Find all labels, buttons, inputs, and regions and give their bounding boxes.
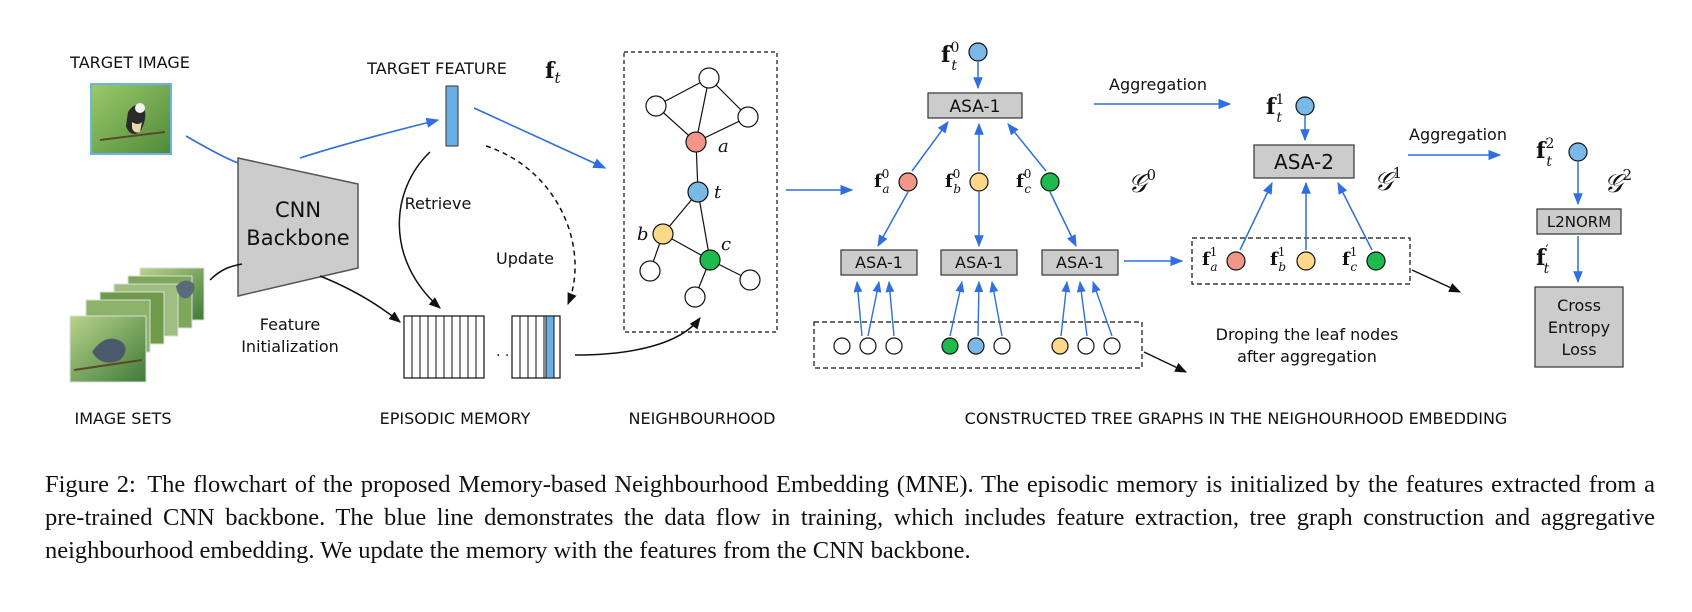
node-t: [687, 181, 709, 203]
neighbourhood-label: NEIGHBOURHOOD: [629, 409, 776, 428]
asa-leaf-b-label: ASA-1: [955, 253, 1003, 272]
figure-label: Figure 2:: [45, 471, 136, 498]
droping-label-line2: after aggregation: [1237, 347, 1377, 366]
leaf-node: [1077, 337, 1095, 355]
node-fb0: [969, 172, 989, 192]
feature-init-line2: Initialization: [241, 337, 339, 356]
image-sets-label: IMAGE SETS: [75, 409, 172, 428]
node-t-label: t: [714, 182, 722, 203]
update-label: Update: [496, 249, 554, 268]
target-feature-bar: [445, 85, 459, 147]
asa-top-label: ASA-1: [950, 97, 1001, 117]
asa-top-block: [927, 92, 1023, 119]
asa2-block: [1253, 144, 1355, 179]
asa-leaf-c-block: [1041, 249, 1119, 276]
neighbourhood-node: [739, 269, 761, 291]
leaf-node: [833, 337, 851, 355]
neighbourhood-node: [639, 260, 661, 282]
episodic-memory-label: EPISODIC MEMORY: [380, 409, 531, 428]
neighbourhood-node: [737, 106, 759, 128]
target-feature-label: TARGET FEATURE: [366, 59, 507, 78]
node-ft1: [1295, 96, 1315, 116]
aggregation-label-1: Aggregation: [1109, 75, 1207, 94]
leaf-node: [885, 337, 903, 355]
node-c-label: c: [721, 234, 731, 255]
leaf-node: [1103, 337, 1121, 355]
neighbourhood-node: [684, 286, 706, 308]
node-ft2: [1568, 142, 1588, 162]
asa-leaf-a-block: [840, 249, 918, 276]
target-image-thumbnail: [90, 83, 172, 155]
g0-symbol: 𝒢0: [1128, 166, 1156, 199]
droping-label-line1: Droping the leaf nodes: [1216, 325, 1399, 344]
retrieve-label: Retrieve: [405, 194, 472, 213]
cnn-label-line1: CNN: [275, 198, 321, 222]
feature-init-line1: Feature: [260, 315, 320, 334]
constructed-label: CONSTRUCTED TREE GRAPHS IN THE NEIGHOURH…: [965, 409, 1508, 428]
node-fa1: [1226, 251, 1246, 271]
episodic-memory-block-1: [403, 315, 485, 379]
loss-label-line3: Loss: [1561, 340, 1596, 359]
aggregation-label-2: Aggregation: [1409, 125, 1507, 144]
asa2-label: ASA-2: [1274, 150, 1334, 174]
g2-symbol: 𝒢2: [1604, 166, 1632, 199]
node-c: [699, 249, 721, 271]
asa-leaf-a-label: ASA-1: [855, 253, 903, 272]
g1-symbol: 𝒢1: [1374, 164, 1402, 197]
node-fc0: [1040, 172, 1060, 192]
leaf-node: [1051, 337, 1069, 355]
node-a: [685, 131, 707, 153]
l2norm-label: L2NORM: [1547, 213, 1611, 231]
loss-label-line1: Cross: [1557, 296, 1601, 315]
target-feature-symbol: ft: [545, 58, 561, 87]
node-ft0: [968, 42, 988, 62]
node-a-label: a: [718, 136, 729, 157]
image-sets-stack: [69, 267, 205, 383]
asa-leaf-c-label: ASA-1: [1056, 253, 1104, 272]
node-fa0: [898, 172, 918, 192]
neighbourhood-node: [645, 95, 667, 117]
node-fc1: [1366, 251, 1386, 271]
leaf-node: [941, 337, 959, 355]
leaf-node: [859, 337, 877, 355]
episodic-memory-block-2: [511, 315, 561, 379]
leaf-node: [993, 337, 1011, 355]
g1-leaves-box: [1191, 237, 1411, 285]
caption-text: The flowchart of the proposed Memory-bas…: [45, 471, 1655, 564]
loss-block: [1534, 286, 1624, 368]
asa-leaf-b-block: [940, 249, 1018, 276]
cnn-backbone: [237, 157, 359, 297]
node-fb1: [1296, 251, 1316, 271]
cnn-label-line2: Backbone: [246, 226, 349, 250]
mne-flowchart: TARGET IMAGE CNN Backbone IMAGE SETS TAR…: [69, 40, 1632, 428]
loss-label-line2: Entropy: [1548, 318, 1610, 337]
node-b: [652, 223, 674, 245]
node-b-label: b: [637, 224, 649, 245]
figure-caption: Figure 2: The flowchart of the proposed …: [45, 468, 1655, 567]
neighbourhood-node: [698, 67, 720, 89]
target-image-label: TARGET IMAGE: [69, 53, 190, 72]
f-tprime-symbol: f′t: [1536, 243, 1550, 277]
l2norm-block: [1536, 208, 1622, 235]
leaf-node: [967, 337, 985, 355]
